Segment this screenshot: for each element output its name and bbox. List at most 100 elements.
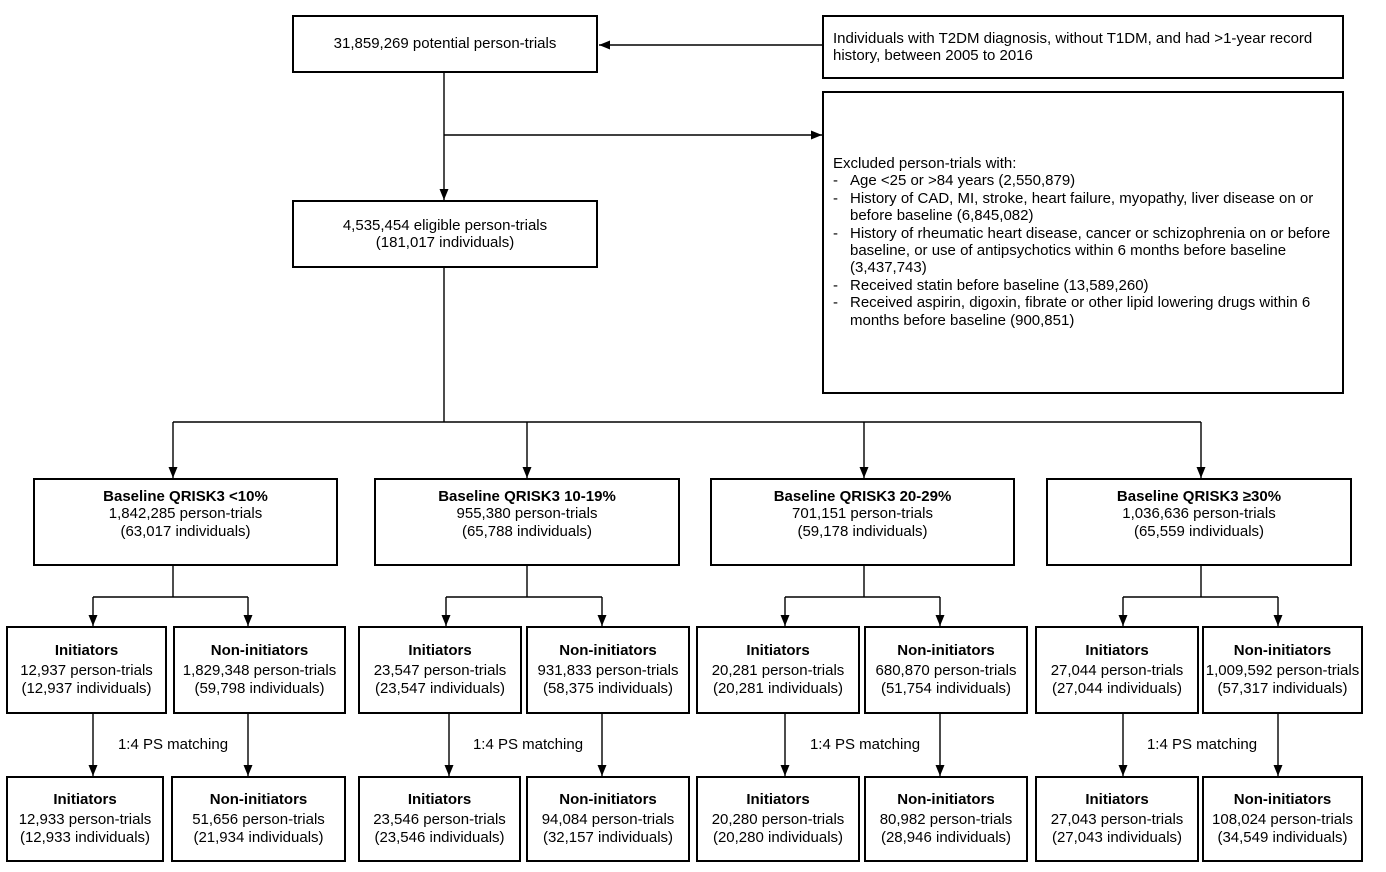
box-trials: 1,829,348 person-trials: [182, 662, 337, 680]
stratum-individuals: (65,559 individuals): [1133, 522, 1265, 540]
stratum-box-3: Baseline QRISK3 20-29% 701,151 person-tr…: [710, 478, 1015, 566]
non-initiators-box-4: Non-initiators 1,009,592 person-trials (…: [1202, 626, 1363, 714]
box-title: Initiators: [1085, 642, 1149, 659]
stratum-trials: 1,036,636 person-trials: [1122, 505, 1276, 523]
non-initiators-box-3: Non-initiators 680,870 person-trials (51…: [864, 626, 1028, 714]
box-individuals: (27,043 individuals): [1051, 828, 1183, 846]
stratum-individuals: (65,788 individuals): [461, 522, 593, 540]
box-trials: 80,982 person-trials: [879, 811, 1013, 829]
box-individuals: (51,754 individuals): [880, 679, 1012, 697]
box-individuals: (59,798 individuals): [194, 679, 325, 697]
box-title: Non-initiators: [209, 791, 308, 808]
exclusion-item: - History of CAD, MI, stroke, heart fail…: [833, 190, 1340, 225]
exclusion-bullet: -: [833, 172, 838, 190]
box-individuals: (34,549 individuals): [1217, 828, 1348, 846]
stratum-box-4: Baseline QRISK3 ≥30% 1,036,636 person-tr…: [1046, 478, 1352, 566]
box-individuals: (23,547 individuals): [374, 679, 506, 697]
stratum-individuals: (63,017 individuals): [120, 522, 251, 540]
stratum-title: Baseline QRISK3 10-19%: [438, 488, 616, 505]
box-trials: 12,933 person-trials: [18, 811, 152, 829]
box-title: Initiators: [54, 642, 119, 659]
box-individuals: (57,317 individuals): [1217, 679, 1348, 697]
box-title: Non-initiators: [559, 642, 657, 659]
box-trials: 23,546 person-trials: [373, 811, 506, 829]
exclusion-bullet: -: [833, 276, 838, 294]
box-title: Non-initiators: [897, 791, 995, 808]
box-title: Non-initiators: [1233, 642, 1332, 659]
initiators-box-4: Initiators 27,044 person-trials (27,044 …: [1035, 626, 1199, 714]
box-title: Initiators: [408, 642, 472, 659]
exclusion-item-text: Age <25 or >84 years (2,550,879): [850, 172, 1076, 190]
ps-matching-label-3: 1:4 PS matching: [809, 736, 921, 753]
box-title: Initiators: [1085, 791, 1149, 808]
matched-non-initiators-box-3: Non-initiators 80,982 person-trials (28,…: [864, 776, 1028, 862]
eligible-individuals-text: (181,017 individuals): [375, 234, 515, 251]
box-individuals: (20,280 individuals): [712, 828, 844, 846]
non-initiators-box-1: Non-initiators 1,829,348 person-trials (…: [173, 626, 346, 714]
ps-matching-label-2: 1:4 PS matching: [472, 736, 584, 753]
non-initiators-box-2: Non-initiators 931,833 person-trials (58…: [526, 626, 690, 714]
stratum-title: Baseline QRISK3 ≥30%: [1116, 488, 1282, 505]
box-title: Non-initiators: [1233, 791, 1332, 808]
box-title: Non-initiators: [897, 642, 995, 659]
exclusion-item: - Received aspirin, digoxin, fibrate or …: [833, 294, 1340, 329]
initiators-box-2: Initiators 23,547 person-trials (23,547 …: [358, 626, 522, 714]
potential-person-trials-box: 31,859,269 potential person-trials: [292, 15, 598, 73]
exclusion-item: - Age <25 or >84 years (2,550,879): [833, 172, 1340, 189]
box-individuals: (58,375 individuals): [542, 679, 674, 697]
stratum-title: Baseline QRISK3 20-29%: [773, 488, 952, 505]
stratum-trials: 701,151 person-trials: [792, 505, 933, 523]
box-individuals: (32,157 individuals): [542, 828, 674, 846]
box-title: Non-initiators: [559, 791, 657, 808]
box-trials: 27,043 person-trials: [1050, 811, 1184, 829]
stratum-title: Baseline QRISK3 <10%: [103, 488, 268, 505]
box-trials: 1,009,592 person-trials: [1205, 662, 1360, 680]
inclusion-criteria-box: Individuals with T2DM diagnosis, without…: [822, 15, 1344, 79]
stratum-individuals: (59,178 individuals): [797, 522, 928, 540]
potential-person-trials-text: 31,859,269 potential person-trials: [333, 35, 557, 53]
matched-initiators-box-3: Initiators 20,280 person-trials (20,280 …: [696, 776, 860, 862]
box-trials: 20,281 person-trials: [711, 662, 845, 680]
box-individuals: (21,934 individuals): [193, 828, 324, 846]
exclusion-item-text: Received aspirin, digoxin, fibrate or ot…: [850, 294, 1311, 329]
matched-non-initiators-box-1: Non-initiators 51,656 person-trials (21,…: [171, 776, 346, 862]
box-title: Initiators: [407, 791, 472, 808]
matched-initiators-box-4: Initiators 27,043 person-trials (27,043 …: [1035, 776, 1199, 862]
exclusion-item: - Received statin before baseline (13,58…: [833, 277, 1340, 294]
exclusion-bullet: -: [833, 224, 838, 242]
box-title: Initiators: [53, 791, 117, 808]
box-individuals: (28,946 individuals): [880, 828, 1012, 846]
initiators-box-3: Initiators 20,281 person-trials (20,281 …: [696, 626, 860, 714]
box-trials: 680,870 person-trials: [875, 662, 1017, 680]
exclusion-item-text: History of rheumatic heart disease, canc…: [850, 224, 1331, 277]
exclusion-bullet: -: [833, 189, 838, 207]
matched-non-initiators-box-2: Non-initiators 94,084 person-trials (32,…: [526, 776, 690, 862]
box-title: Initiators: [746, 791, 810, 808]
exclusion-heading: Excluded person-trials with:: [833, 155, 1017, 172]
box-trials: 27,044 person-trials: [1050, 662, 1184, 680]
box-individuals: (20,281 individuals): [712, 679, 844, 697]
stratum-trials: 955,380 person-trials: [456, 505, 598, 523]
exclusion-bullet: -: [833, 294, 838, 312]
box-title: Non-initiators: [210, 642, 309, 659]
box-trials: 108,024 person-trials: [1212, 811, 1353, 829]
exclusion-item-text: Received statin before baseline (13,589,…: [850, 276, 1149, 294]
box-trials: 23,547 person-trials: [373, 662, 507, 680]
stratum-trials: 1,842,285 person-trials: [108, 505, 263, 523]
initiators-box-1: Initiators 12,937 person-trials (12,937 …: [6, 626, 167, 714]
box-trials: 94,084 person-trials: [541, 811, 675, 829]
box-title: Initiators: [746, 642, 810, 659]
inclusion-criteria-text: Individuals with T2DM diagnosis, without…: [833, 29, 1313, 64]
box-individuals: (27,044 individuals): [1051, 679, 1183, 697]
exclusion-item-text: History of CAD, MI, stroke, heart failur…: [850, 189, 1314, 225]
box-trials: 51,656 person-trials: [192, 811, 325, 829]
box-trials: 931,833 person-trials: [537, 662, 679, 680]
eligible-person-trials-box: 4,535,454 eligible person-trials (181,01…: [292, 200, 598, 268]
matched-non-initiators-box-4: Non-initiators 108,024 person-trials (34…: [1202, 776, 1363, 862]
box-trials: 12,937 person-trials: [20, 662, 153, 680]
exclusion-item: - History of rheumatic heart disease, ca…: [833, 225, 1340, 277]
box-individuals: (12,937 individuals): [21, 679, 152, 697]
matched-initiators-box-2: Initiators 23,546 person-trials (23,546 …: [358, 776, 521, 862]
